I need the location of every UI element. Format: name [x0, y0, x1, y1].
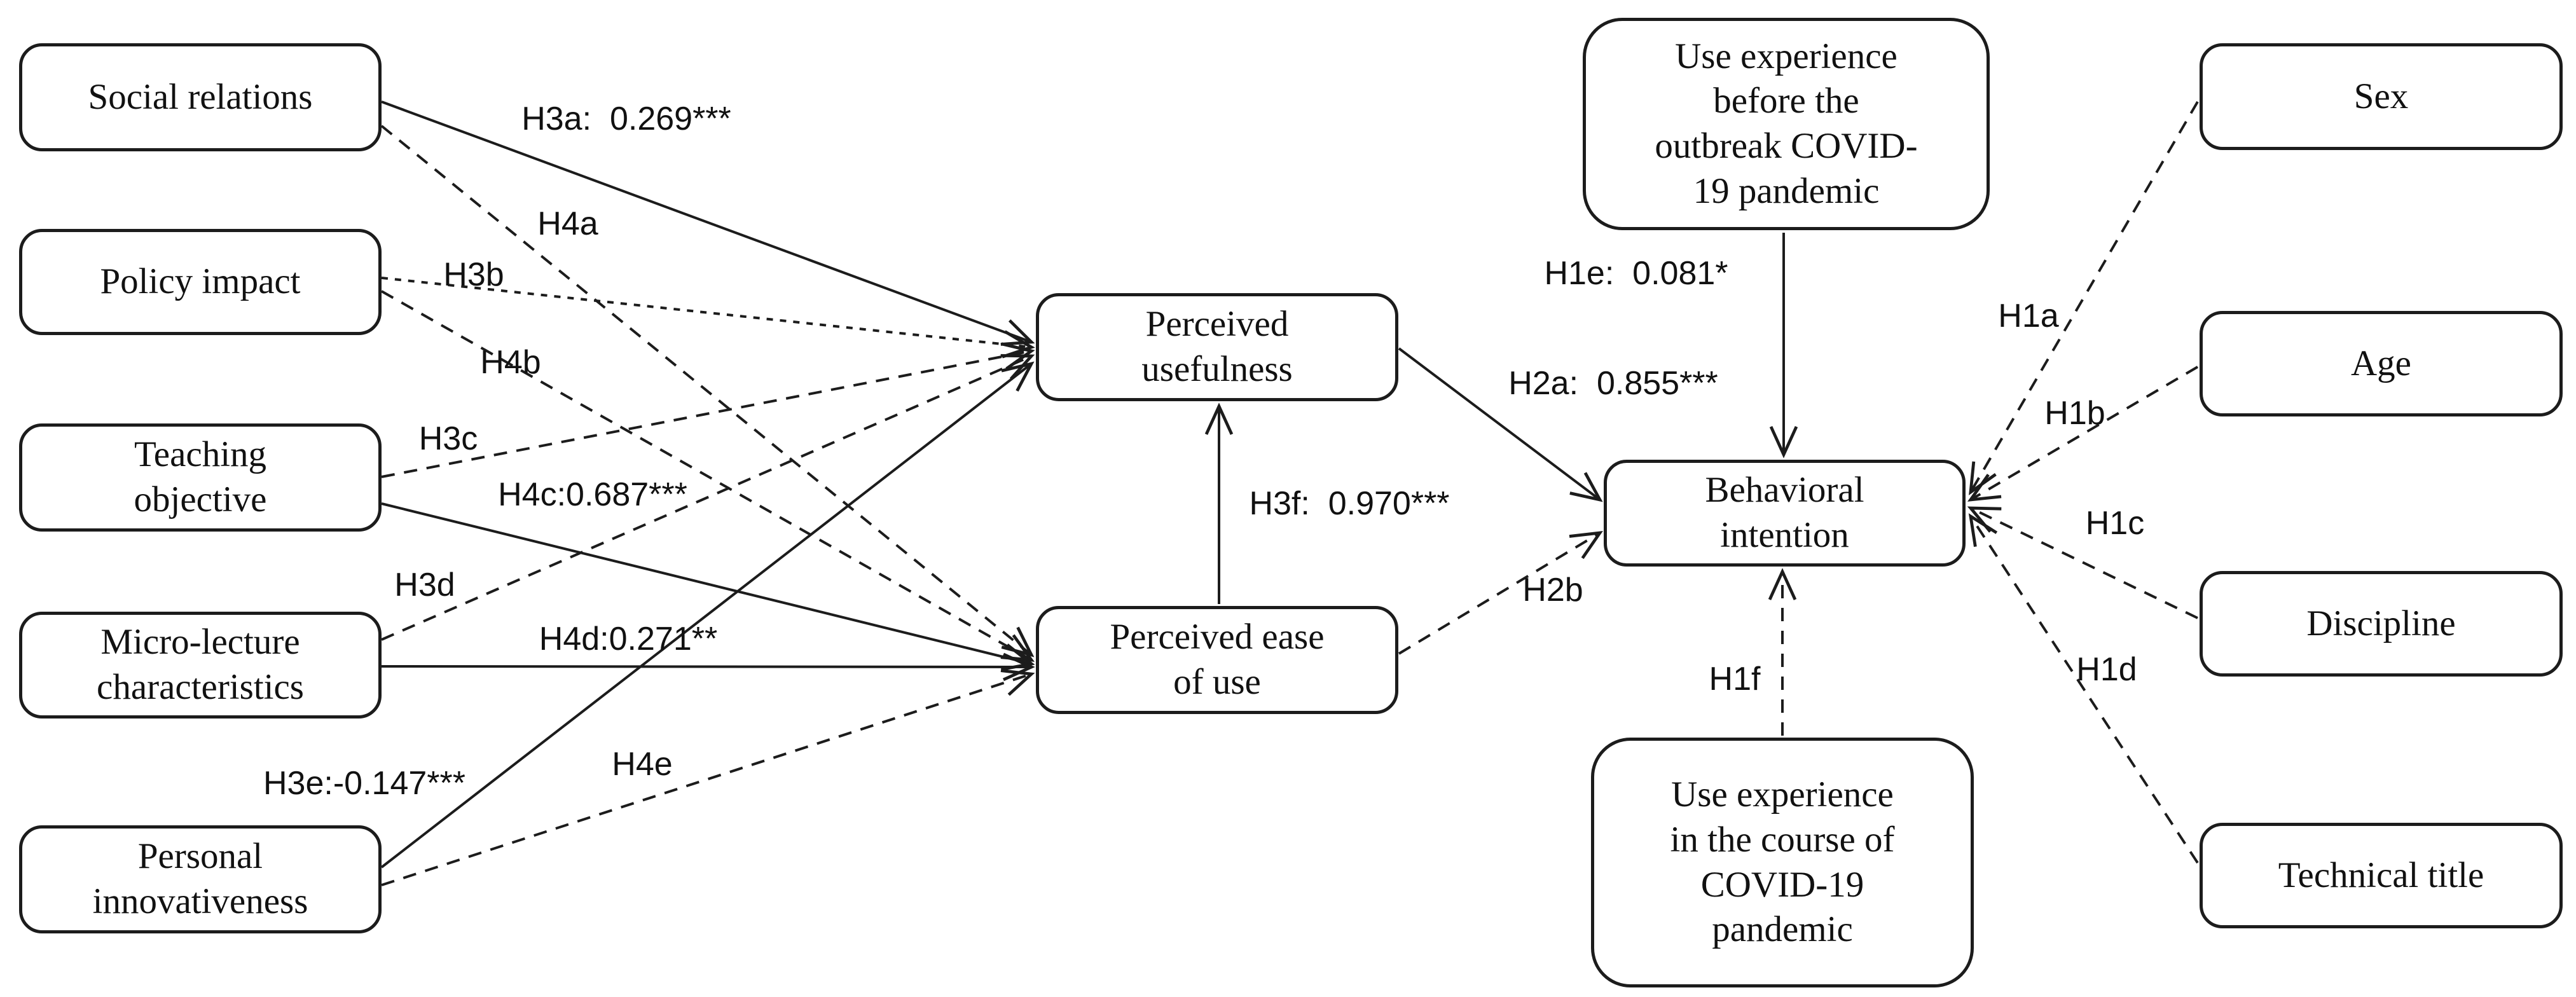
node-label: Behavioral intention: [1705, 470, 1864, 555]
edge-h3a: [381, 100, 1035, 346]
node-label: Technical title: [2278, 855, 2484, 895]
node-behavioral-intention: Behavioral intention: [1604, 460, 1966, 567]
edge-label-h1b: H1b: [2044, 395, 2105, 432]
node-label: Perceived ease of use: [1110, 617, 1325, 702]
edge-label-h2a: H2a: 0.855***: [1508, 365, 1718, 402]
node-label: Age: [2351, 343, 2411, 383]
node-teaching-objective: Teaching objective: [19, 423, 382, 532]
edge-label-h3c: H3c: [418, 420, 478, 457]
edge-h1b: [1967, 366, 2199, 502]
node-label: Teaching objective: [134, 434, 267, 519]
edge-h3b: [381, 277, 1035, 359]
node-label: Policy impact: [100, 261, 301, 302]
edge-label-h3b: H3b: [443, 256, 504, 293]
edge-h1c: [1967, 506, 2198, 619]
node-label: Perceived usefulness: [1141, 304, 1293, 389]
node-perceived-usefulness: Perceived usefulness: [1036, 293, 1398, 401]
edge-label-h4b: H4b: [480, 344, 541, 381]
node-sex: Sex: [2200, 43, 2563, 150]
edge-label-h4e: H4e: [612, 746, 673, 783]
edge-h3e: [380, 361, 1035, 869]
node-label: Sex: [2353, 76, 2409, 116]
edge-h1a: [1969, 100, 2199, 496]
edge-label-h4c: H4c:0.687***: [498, 476, 687, 513]
node-label: Use experience before the outbreak COVID…: [1655, 36, 1918, 211]
edge-label-h3e: H3e:-0.147***: [263, 765, 465, 802]
edge-label-h3f: H3f: 0.970***: [1249, 485, 1450, 522]
edge-h3d: [381, 354, 1035, 641]
edge-label-h1c: H1c: [2085, 505, 2145, 542]
edge-h2b: [1398, 531, 1603, 655]
edge-h4c: [381, 502, 1035, 671]
node-discipline: Discipline: [2200, 571, 2563, 677]
edge-label-h3d: H3d: [394, 567, 455, 603]
edge-label-h3a: H3a: 0.269***: [521, 100, 731, 137]
node-label: Use experience in the course of COVID-19…: [1670, 774, 1895, 950]
edge-label-h1f: H1f: [1709, 661, 1761, 698]
node-label: Micro-lecture characteristics: [97, 622, 304, 707]
edge-label-h2b: H2b: [1522, 572, 1583, 609]
node-policy-impact: Policy impact: [19, 229, 382, 335]
node-label: Personal innovativeness: [92, 836, 308, 921]
edge-h1d: [1968, 513, 2199, 864]
edge-h4d: [381, 652, 1035, 682]
edge-label-h1e: H1e: 0.081*: [1544, 255, 1728, 292]
edge-h4a: [380, 125, 1035, 657]
node-technical-title: Technical title: [2200, 823, 2563, 928]
node-use-experience-during-pandemic: Use experience in the course of COVID-19…: [1591, 738, 1974, 987]
node-micro-lecture-characteristics: Micro-lecture characteristics: [19, 612, 382, 719]
edge-h4b: [381, 290, 1035, 662]
edge-label-h1a: H1a: [1998, 298, 2059, 334]
edge-label-h4d: H4d:0.271**: [539, 621, 718, 657]
node-label: Discipline: [2306, 603, 2456, 643]
edge-h2a: [1398, 347, 1603, 502]
edge-label-h1d: H1d: [2076, 651, 2137, 688]
edge-h4e: [381, 669, 1035, 886]
node-label: Social relations: [88, 76, 313, 117]
node-age: Age: [2200, 311, 2563, 416]
edge-label-h4a: H4a: [537, 205, 598, 242]
edge-h3c: [381, 342, 1035, 478]
node-personal-innovativeness: Personal innovativeness: [19, 825, 382, 933]
node-use-experience-before-pandemic: Use experience before the outbreak COVID…: [1583, 18, 1990, 230]
node-perceived-ease-of-use: Perceived ease of use: [1036, 606, 1398, 714]
node-social-relations: Social relations: [19, 43, 382, 151]
